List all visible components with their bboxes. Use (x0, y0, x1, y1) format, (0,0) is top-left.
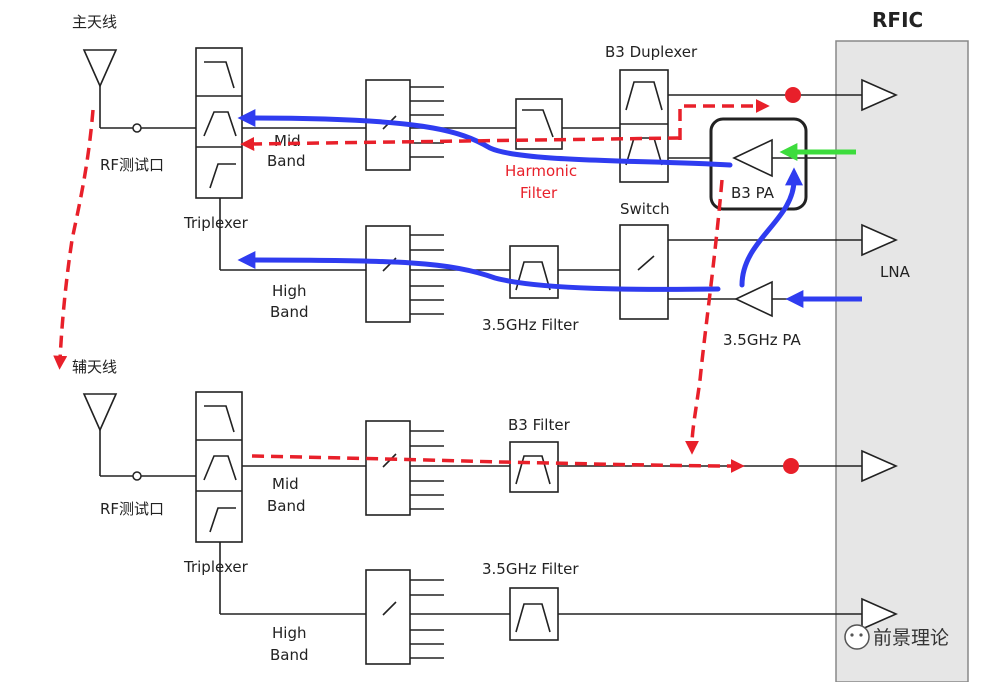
lna-label: LNA (880, 263, 911, 281)
rfic-amplifier-3 (861, 597, 898, 631)
red-path-antenna (53, 109, 95, 370)
watermark: 前景理论 (844, 624, 949, 650)
blue-path-feed-up (739, 167, 803, 288)
mid-band-1-label-line2: Band (267, 152, 306, 170)
filter-35ghz-1-label: 3.5GHz Filter (482, 316, 579, 334)
aux-antenna-label: 辅天线 (72, 358, 117, 376)
switch-2 (365, 225, 444, 323)
mid-band-2-label-line1: Mid (272, 475, 299, 493)
b3-duplexer (619, 69, 669, 183)
lna-amplifier (861, 223, 898, 257)
filter-35ghz-1 (509, 245, 559, 299)
red-path-aux-mid (251, 454, 745, 473)
triplexer-2-label: Triplexer (183, 558, 249, 576)
red-path-down (685, 179, 724, 455)
filter-35ghz-2 (509, 587, 559, 641)
filter-35ghz-2-label: 3.5GHz Filter (482, 560, 579, 578)
red-dot-2 (783, 458, 799, 474)
rfic-label: RFIC (872, 8, 923, 32)
rfic-amplifier-1 (861, 78, 898, 112)
b3-pa-label: B3 PA (731, 184, 775, 202)
harmonic-filter-label-line2: Filter (520, 184, 558, 202)
triplexer-1 (195, 47, 243, 199)
switch-4 (365, 420, 444, 516)
mid-band-1-label-line1: Mid (274, 132, 301, 150)
rfic-block (835, 40, 969, 682)
red-path-loop (678, 99, 770, 140)
blue-path-35-tx (237, 251, 721, 292)
b3-filter (509, 441, 559, 493)
blue-path-b3-tx (237, 109, 733, 168)
svg-text:前景理论: 前景理论 (873, 627, 949, 649)
aux-antenna-icon (82, 393, 196, 481)
red-path-main-mid (240, 136, 681, 151)
mid-band-2-label-line2: Band (267, 497, 306, 515)
high-band-2-label-line2: Band (270, 646, 309, 664)
rf-test-port-label-2: RF测试口 (100, 500, 164, 518)
switch-5 (365, 569, 444, 665)
switch-3 (619, 224, 669, 320)
high-band-2-label-line1: High (272, 624, 306, 642)
red-dot-1 (785, 87, 801, 103)
b3-duplexer-label: B3 Duplexer (605, 43, 698, 61)
switch-label: Switch (620, 200, 670, 218)
high-band-1-label-line1: High (272, 282, 306, 300)
pa-35ghz-label: 3.5GHz PA (723, 331, 801, 349)
high-band-1-label-line2: Band (270, 303, 309, 321)
main-antenna-icon (82, 49, 196, 133)
b3-filter-label: B3 Filter (508, 416, 571, 434)
main-antenna-label: 主天线 (72, 13, 117, 31)
harmonic-filter-label-line1: Harmonic (505, 162, 577, 180)
rfic-amplifier-2 (861, 449, 898, 483)
rf-test-port-label-1: RF测试口 (100, 156, 164, 174)
triplexer-1-label: Triplexer (183, 214, 249, 232)
triplexer-2 (195, 391, 243, 543)
